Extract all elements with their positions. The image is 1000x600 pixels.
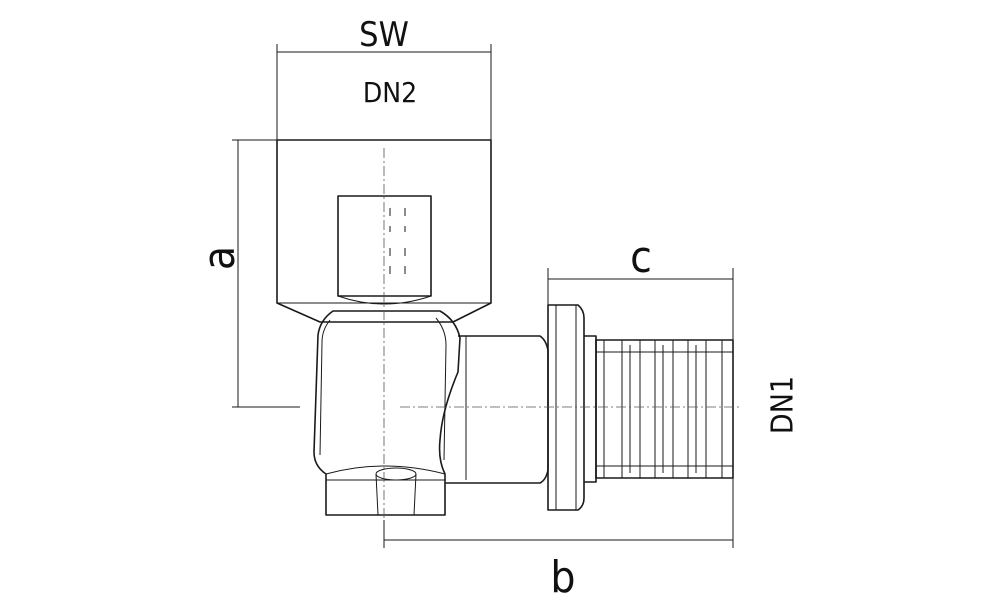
dimension-a	[232, 139, 300, 408]
inner-bore	[337, 195, 432, 297]
label-a: a	[194, 246, 245, 270]
label-sw: SW	[359, 15, 409, 55]
label-dn2: DN2	[363, 76, 417, 109]
branch-tube	[445, 335, 549, 484]
centerlines	[383, 148, 740, 520]
label-c: c	[630, 232, 652, 283]
label-dn1: DN1	[766, 376, 801, 434]
dimension-b	[383, 470, 734, 548]
barb-section	[595, 339, 734, 479]
label-b: b	[550, 552, 575, 600]
flange-collar	[547, 304, 585, 511]
elbow-body	[313, 310, 461, 516]
fitting-body	[276, 139, 734, 516]
dimension-c	[547, 268, 734, 345]
neck	[584, 335, 597, 483]
dimension-sw	[276, 44, 492, 140]
